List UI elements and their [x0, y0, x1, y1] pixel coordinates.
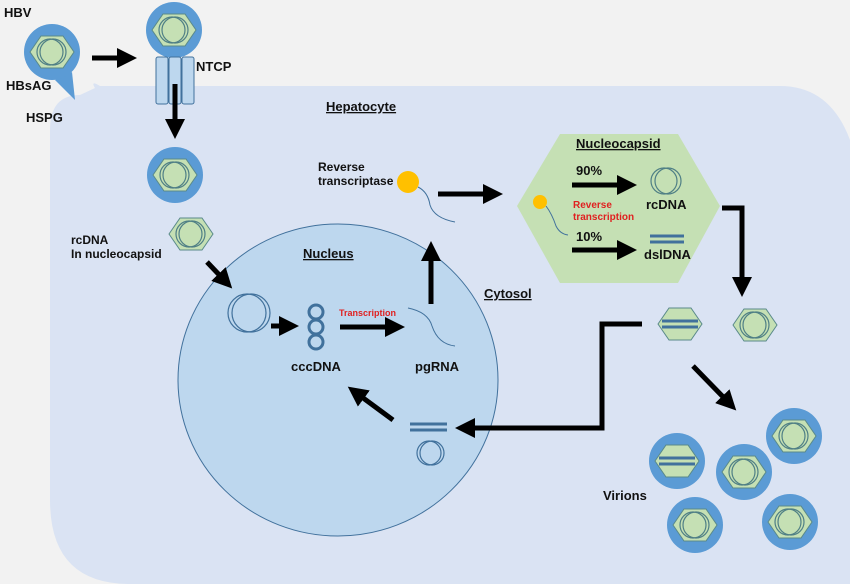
- reverse-transcription-label-1: Reverse: [573, 200, 612, 211]
- nucleus: [177, 223, 499, 537]
- nucleus-label: Nucleus: [303, 246, 354, 261]
- virion-rcdna-2: [766, 408, 822, 464]
- reverse-transcription-label-2: transcription: [573, 212, 634, 223]
- polymerase-icon: [397, 171, 419, 193]
- pgrna-label: pgRNA: [415, 359, 460, 374]
- reverse-transcriptase-label-1: Reverse: [318, 160, 365, 174]
- pgrna-nc-strand: [545, 205, 569, 236]
- cccdna-icon: [307, 303, 325, 351]
- pct-10-label: 10%: [576, 229, 602, 244]
- in-nucleocapsid-label: In nucleocapsid: [71, 247, 162, 261]
- dsldna-product-icon: [650, 234, 684, 244]
- polymerase-nc-icon: [533, 195, 547, 209]
- pgrna-cytosol-strand: [417, 186, 456, 223]
- ntcp-label: NTCP: [196, 59, 232, 74]
- nucleocapsid-label: Nucleocapsid: [576, 136, 661, 151]
- virion-rcdna-1: [716, 444, 772, 500]
- transcription-label: Transcription: [339, 308, 396, 318]
- pgrna-strand: [407, 307, 456, 347]
- arrow-secretion: [691, 364, 737, 411]
- virions-label: Virions: [603, 488, 647, 503]
- reverse-transcriptase-label-2: transcriptase: [318, 174, 394, 188]
- hspg-label: HSPG: [26, 110, 63, 125]
- ntcp-receptor: [155, 56, 195, 105]
- arrow-recycling: [455, 321, 642, 438]
- internalized-virion: [147, 147, 203, 203]
- arrow-maturation: [722, 205, 752, 297]
- nucleocapsid-hexagon: [517, 134, 720, 283]
- rcdna-product-icon: [650, 167, 682, 195]
- rcdna-in-nucleus: [227, 293, 271, 333]
- pct-90-label: 90%: [576, 163, 602, 178]
- arrow-to-cccdna-pool: [347, 386, 395, 423]
- rcdna-product-label: rcDNA: [646, 197, 687, 212]
- virion-rcdna-3: [667, 497, 723, 553]
- virion-at-ntcp: [146, 2, 202, 58]
- hepatocyte-label: Hepatocyte: [326, 99, 396, 114]
- recycled-rcdna-icon: [416, 440, 445, 466]
- arrow-to-nucleus: [205, 260, 233, 289]
- virion-dsldna: [649, 433, 705, 489]
- cytosol-label: Cytosol: [484, 286, 532, 301]
- cccdna-label: cccDNA: [291, 359, 341, 374]
- hbv-label: HBV: [4, 5, 32, 20]
- dsldna-product-label: dslDNA: [644, 247, 692, 262]
- hbsag-label: HBsAG: [6, 78, 52, 93]
- hbv-virion: [24, 24, 80, 100]
- virion-rcdna-4: [762, 494, 818, 550]
- rcdna-label: rcDNA: [71, 233, 109, 247]
- recycled-dsldna-icon: [410, 422, 447, 432]
